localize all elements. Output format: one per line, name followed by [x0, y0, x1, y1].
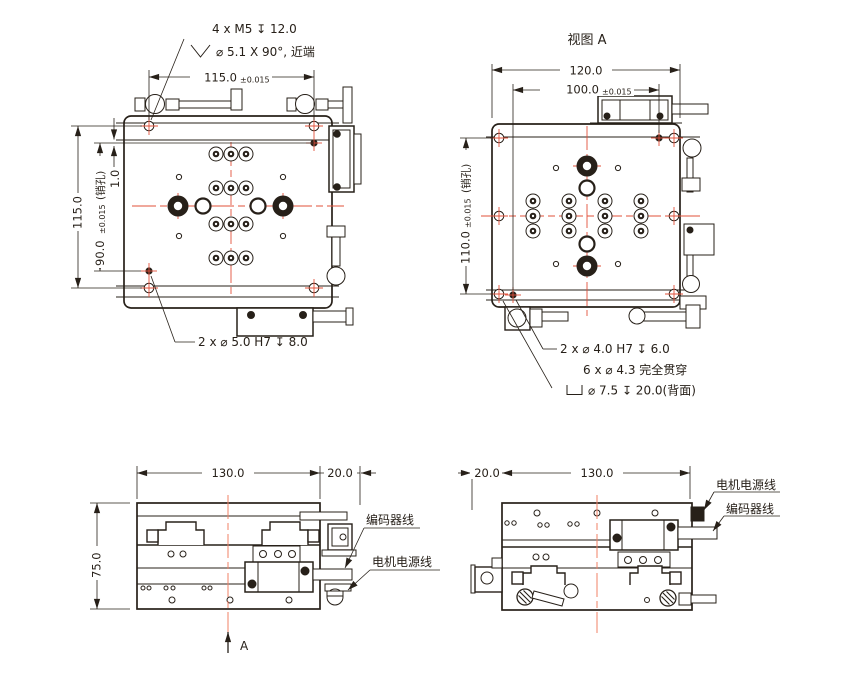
callout-m5: 4 x M5 ↧ 12.0 ⌀ 5.1 X 90°, 近端: [150, 22, 315, 121]
side-motor-left-view: [326, 125, 362, 286]
dim-top-115-value: 115.0: [204, 71, 237, 85]
countersink-icon: [190, 44, 211, 58]
label-encoder-right-text: 编码器线: [726, 501, 774, 516]
dim-inner-100-value: 100.0: [566, 83, 599, 97]
label-power-left: 电机电源线: [347, 555, 440, 591]
dim-top-120-value: 120.0: [570, 64, 603, 78]
dim-left-110: 110.0 ±0.015 (销孔): [459, 137, 493, 295]
callout-m5-text: 4 x M5 ↧ 12.0: [212, 22, 297, 36]
view-side-right: 20.0 130.0 电机电源线 编码器线: [458, 466, 780, 633]
section-arrow-a-label: A: [240, 639, 249, 653]
dim-overhang-20-left-value: 20.0: [327, 466, 353, 480]
dim-overhang-20-right-value: 20.0: [474, 466, 500, 480]
dim-overhang-20-left: 20.0: [320, 466, 376, 505]
dim-left-115: 115.0: [71, 125, 142, 289]
stage-plate-right: [491, 123, 681, 308]
callout-pin-right: 2 x ⌀ 4.0 H7 ↧ 6.0: [515, 299, 670, 356]
view-plan-left: 115.0 ±0.015 115.0 90.0 ±0.015 (销孔): [71, 22, 362, 349]
callout-pin-left-text: 2 x ⌀ 5.0 H7 ↧ 8.0: [198, 335, 308, 349]
bottom-motor-left-view: [236, 307, 354, 337]
dim-top-115: 115.0 ±0.015: [148, 69, 315, 120]
side-left-motor-assembly: [244, 511, 357, 606]
label-power-right: 电机电源线: [703, 478, 780, 511]
label-encoder-right: 编码器线: [712, 501, 780, 532]
callout-csk-text: ⌀ 5.1 X 90°, 近端: [216, 45, 315, 59]
callout-thru: 6 x ⌀ 4.3 完全贯穿 ⌀ 7.5 ↧ 20.0(背面): [502, 300, 696, 398]
label-power-left-text: 电机电源线: [372, 555, 432, 569]
dim-top-120: 120.0: [491, 62, 681, 118]
label-encoder-left: 编码器线: [344, 512, 420, 569]
callout-pin-right-text: 2 x ⌀ 4.0 H7 ↧ 6.0: [560, 342, 670, 356]
dim-inner-100-tol: ±0.015: [602, 88, 632, 97]
view-plan-right: 视图 A: [459, 33, 715, 398]
callout-pin-left: 2 x ⌀ 5.0 H7 ↧ 8.0: [150, 275, 308, 349]
top-motor-right-view: [590, 95, 709, 124]
side-right-motor-assembly: [470, 506, 718, 607]
dim-width-130-left: 130.0: [136, 466, 321, 499]
top-limit-screws: [134, 86, 353, 124]
dim-width-130-right: 130.0: [501, 466, 691, 499]
counterbore-icon: [566, 385, 583, 395]
dim-height-75-value: 75.0: [90, 552, 104, 578]
dim-pin-90: 90.0 ±0.015 (销孔): [93, 142, 314, 272]
dim-left-115-value: 115.0: [71, 196, 85, 229]
dim-overhang-20-right: 20.0: [458, 466, 504, 510]
base-plate-edges-right: [486, 136, 700, 301]
dim-left-110-note: (销孔): [460, 164, 473, 193]
label-encoder-left-text: 编码器线: [366, 512, 414, 527]
dim-width-130-right-value: 130.0: [581, 466, 614, 480]
dim-left-110-tol: ±0.015: [464, 198, 473, 228]
dim-height-75: 75.0: [90, 502, 130, 610]
callout-cbore-text: ⌀ 7.5 ↧ 20.0(背面): [588, 384, 696, 398]
dim-gap-1-value: 1.0: [108, 170, 122, 188]
dim-pin-90-value: 90.0: [93, 240, 107, 266]
dim-gap-1: 1.0: [108, 118, 122, 188]
label-power-right-text: 电机电源线: [716, 478, 776, 492]
callout-thru-text: 6 x ⌀ 4.3 完全贯穿: [583, 362, 687, 377]
dim-pin-90-note: (销孔): [94, 171, 107, 200]
view-side-left: 130.0 20.0 75.0 编码器线 电机电源线: [90, 466, 440, 653]
dim-left-110-value: 110.0: [459, 231, 473, 264]
dim-width-130-left-value: 130.0: [212, 466, 245, 480]
dim-inner-100: 100.0 ±0.015: [512, 82, 660, 290]
stage-plate-left: [123, 115, 333, 309]
view-a-title: 视图 A: [567, 33, 606, 48]
bottom-mech-right-view: [504, 304, 701, 331]
dim-top-115-tol: ±0.015: [240, 76, 270, 85]
dim-pin-90-tol: ±0.015: [98, 204, 107, 234]
side-mech-right-view: [679, 138, 715, 310]
section-arrow-a: A: [224, 632, 249, 653]
